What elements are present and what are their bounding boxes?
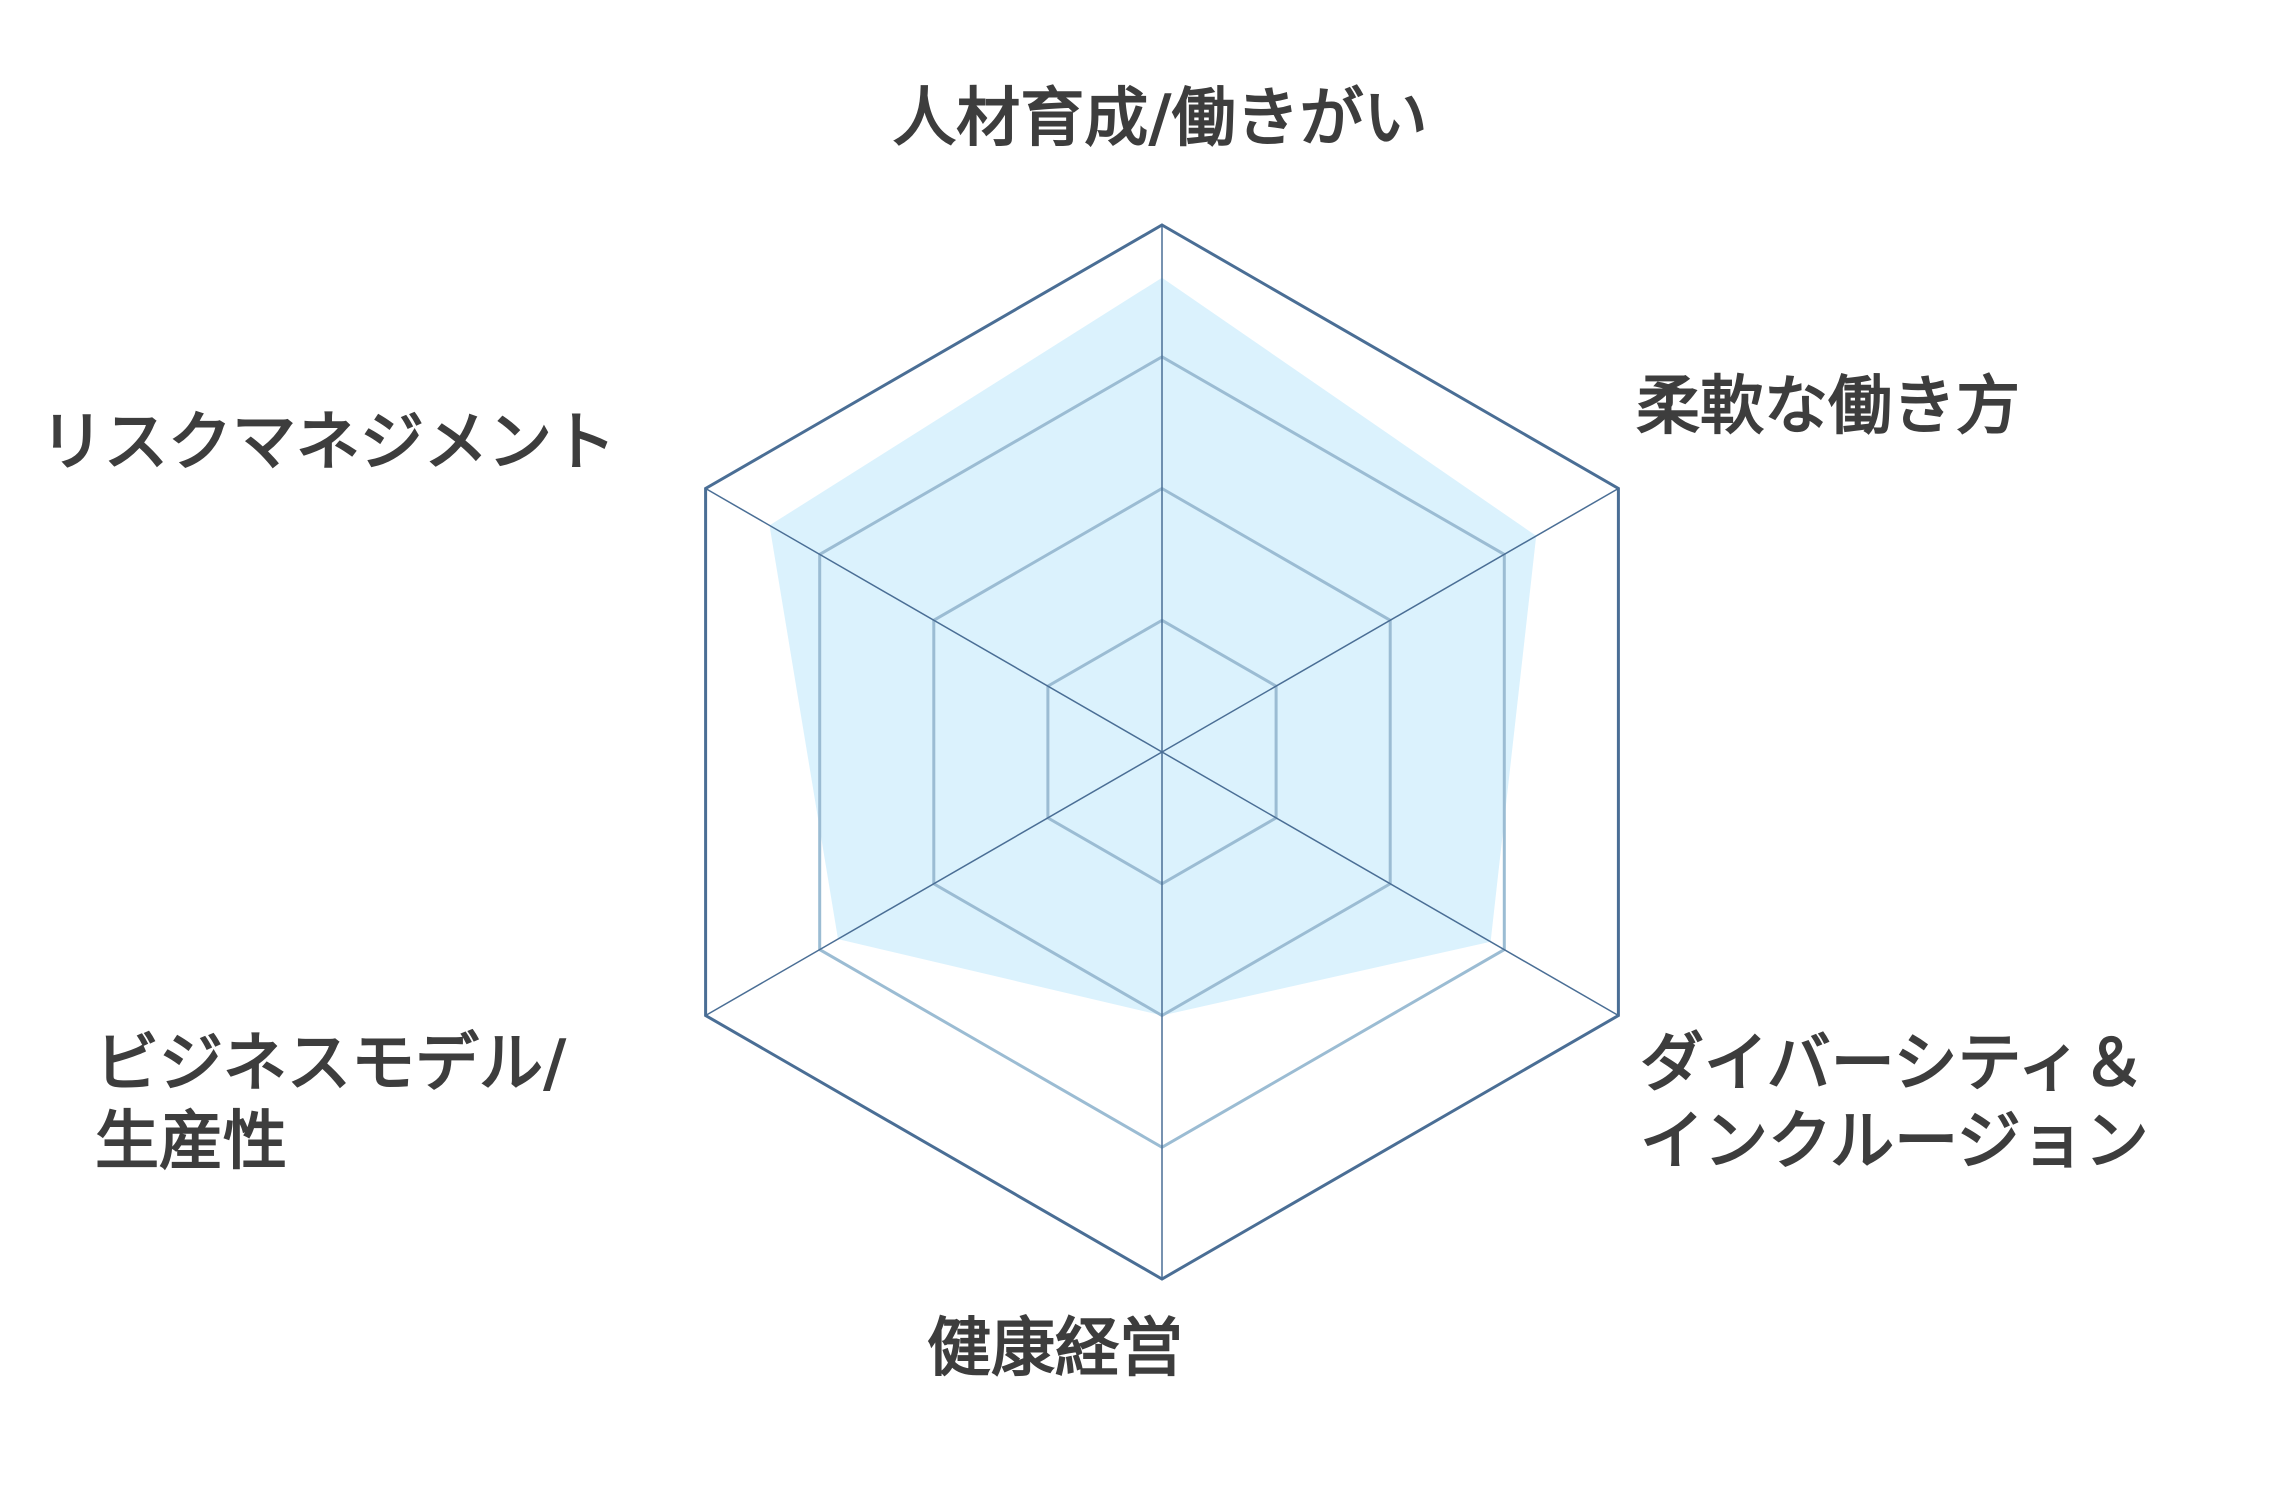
axis-label-5: ビジネスモデル/ 生産性: [95, 1027, 589, 1179]
axis-label-3: ダイバーシティ＆ インクルージョン: [1640, 1027, 2168, 1179]
series-fill-layer: [769, 277, 1537, 1016]
axis-label-4: 健康経営: [927, 1312, 1183, 1386]
axis-label-1: 人材育成/働きがい: [892, 82, 1427, 156]
axis-label-2: 柔軟な働き方: [1636, 370, 2020, 444]
series-area-1: [769, 277, 1537, 1016]
axis-spoke-6: [705, 487, 1163, 753]
axis-label-6: リスクマネジメント: [40, 406, 616, 480]
axis-spoke-3: [1161, 751, 1619, 1017]
spoke-layer: [705, 225, 1619, 1279]
axis-spoke-2: [1161, 487, 1619, 753]
axis-spoke-5: [705, 751, 1163, 1017]
